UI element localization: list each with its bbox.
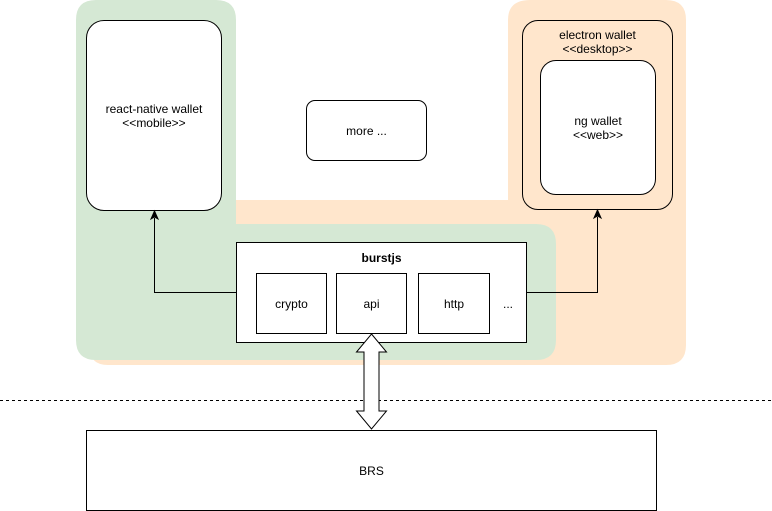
api-module-label: api [363, 296, 380, 311]
react-native-wallet-label: react-native wallet [105, 101, 203, 116]
react-native-arrowhead [149, 209, 160, 221]
burstjs-title: burstjs [361, 251, 402, 265]
more-modules-ellipsis: ... [502, 297, 513, 311]
http-module: http [418, 273, 490, 334]
react-native-wallet-node: react-native wallet <<mobile>> [86, 20, 222, 211]
electron-wallet-label: electron wallet [559, 28, 636, 42]
api-module: api [336, 273, 407, 334]
electron-wallet-stereotype: <<desktop>> [562, 42, 633, 56]
react-native-wallet-stereotype: <<mobile>> [122, 115, 186, 130]
more-node: more ... [306, 100, 427, 161]
burstjs-to-react-native-connector [154, 218, 236, 293]
api-brs-bidirectional-arrow [355, 333, 388, 430]
brs-label: BRS [359, 463, 384, 478]
http-module-label: http [443, 296, 464, 311]
more-label: more ... [346, 123, 387, 138]
ng-wallet-label: ng wallet [574, 113, 622, 128]
burstjs-to-ng-wallet-connector [527, 217, 598, 293]
crypto-module: crypto [256, 273, 327, 334]
ng-wallet-arrowhead [592, 208, 603, 220]
ng-wallet-stereotype: <<web>> [572, 127, 624, 142]
crypto-module-label: crypto [275, 296, 308, 311]
ng-wallet-node: ng wallet <<web>> [540, 60, 656, 195]
